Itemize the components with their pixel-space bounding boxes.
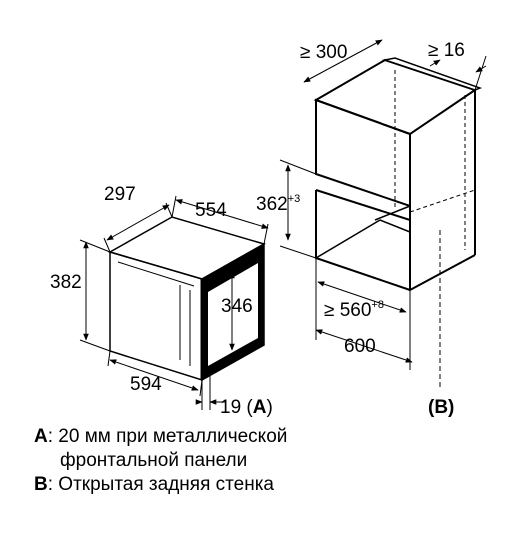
legend-notes: A: 20 мм при металлической фронтальной п… <box>34 425 287 497</box>
dim-width-594: 594 <box>130 374 162 395</box>
dim-width-554: 554 <box>195 200 227 221</box>
dim-niche-width-560: ≥ 560+8 <box>324 299 384 321</box>
note-b: B: Открытая задняя стенка <box>34 474 274 495</box>
dim-niche-depth-300: ≥ 300 <box>300 42 347 63</box>
dim-niche-height-362: 362+3 <box>256 193 300 215</box>
dim-depth-297: 297 <box>104 184 136 205</box>
microwave-dimension-lines <box>79 195 269 410</box>
dim-front-19: 19 (A) <box>220 397 273 418</box>
installation-drawing: 297 554 382 346 594 19 (A) ≥ 300 ≥ 16 36… <box>50 39 487 418</box>
dim-height-382: 382 <box>50 272 82 293</box>
dim-door-346: 346 <box>221 296 253 317</box>
note-a: A: 20 мм при металлической <box>34 426 288 447</box>
note-a-continued: фронтальной панели <box>60 450 248 471</box>
cabinet-dimension-lines <box>279 39 487 370</box>
dim-cabinet-width-600: 600 <box>344 336 376 357</box>
dim-rear-gap-16: ≥ 16 <box>428 40 465 61</box>
ref-open-back-b: (B) <box>428 397 454 418</box>
